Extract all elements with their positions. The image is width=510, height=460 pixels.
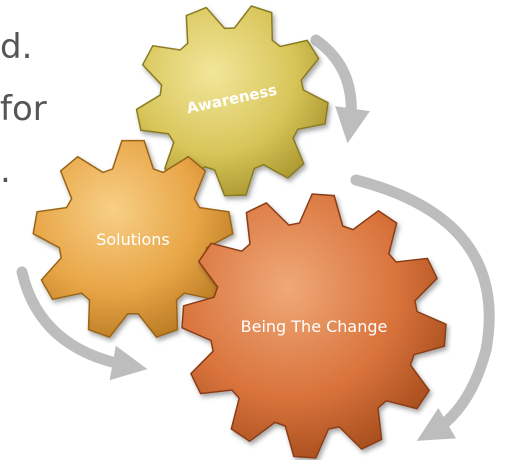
gear-label-solutions: Solutions	[96, 230, 170, 249]
gear-label-being-the-change: Being The Change	[241, 317, 388, 336]
background-text-line-1: d.	[0, 27, 33, 67]
gear-being-the-change	[181, 193, 447, 459]
arrow-under-solutions	[16, 266, 148, 381]
background-text-line-3: .	[0, 151, 11, 191]
arrow-around-change	[350, 174, 495, 441]
background-text-line-2: for	[0, 89, 47, 129]
gear-awareness	[135, 5, 329, 197]
arrow-to-awareness-right	[310, 34, 370, 144]
